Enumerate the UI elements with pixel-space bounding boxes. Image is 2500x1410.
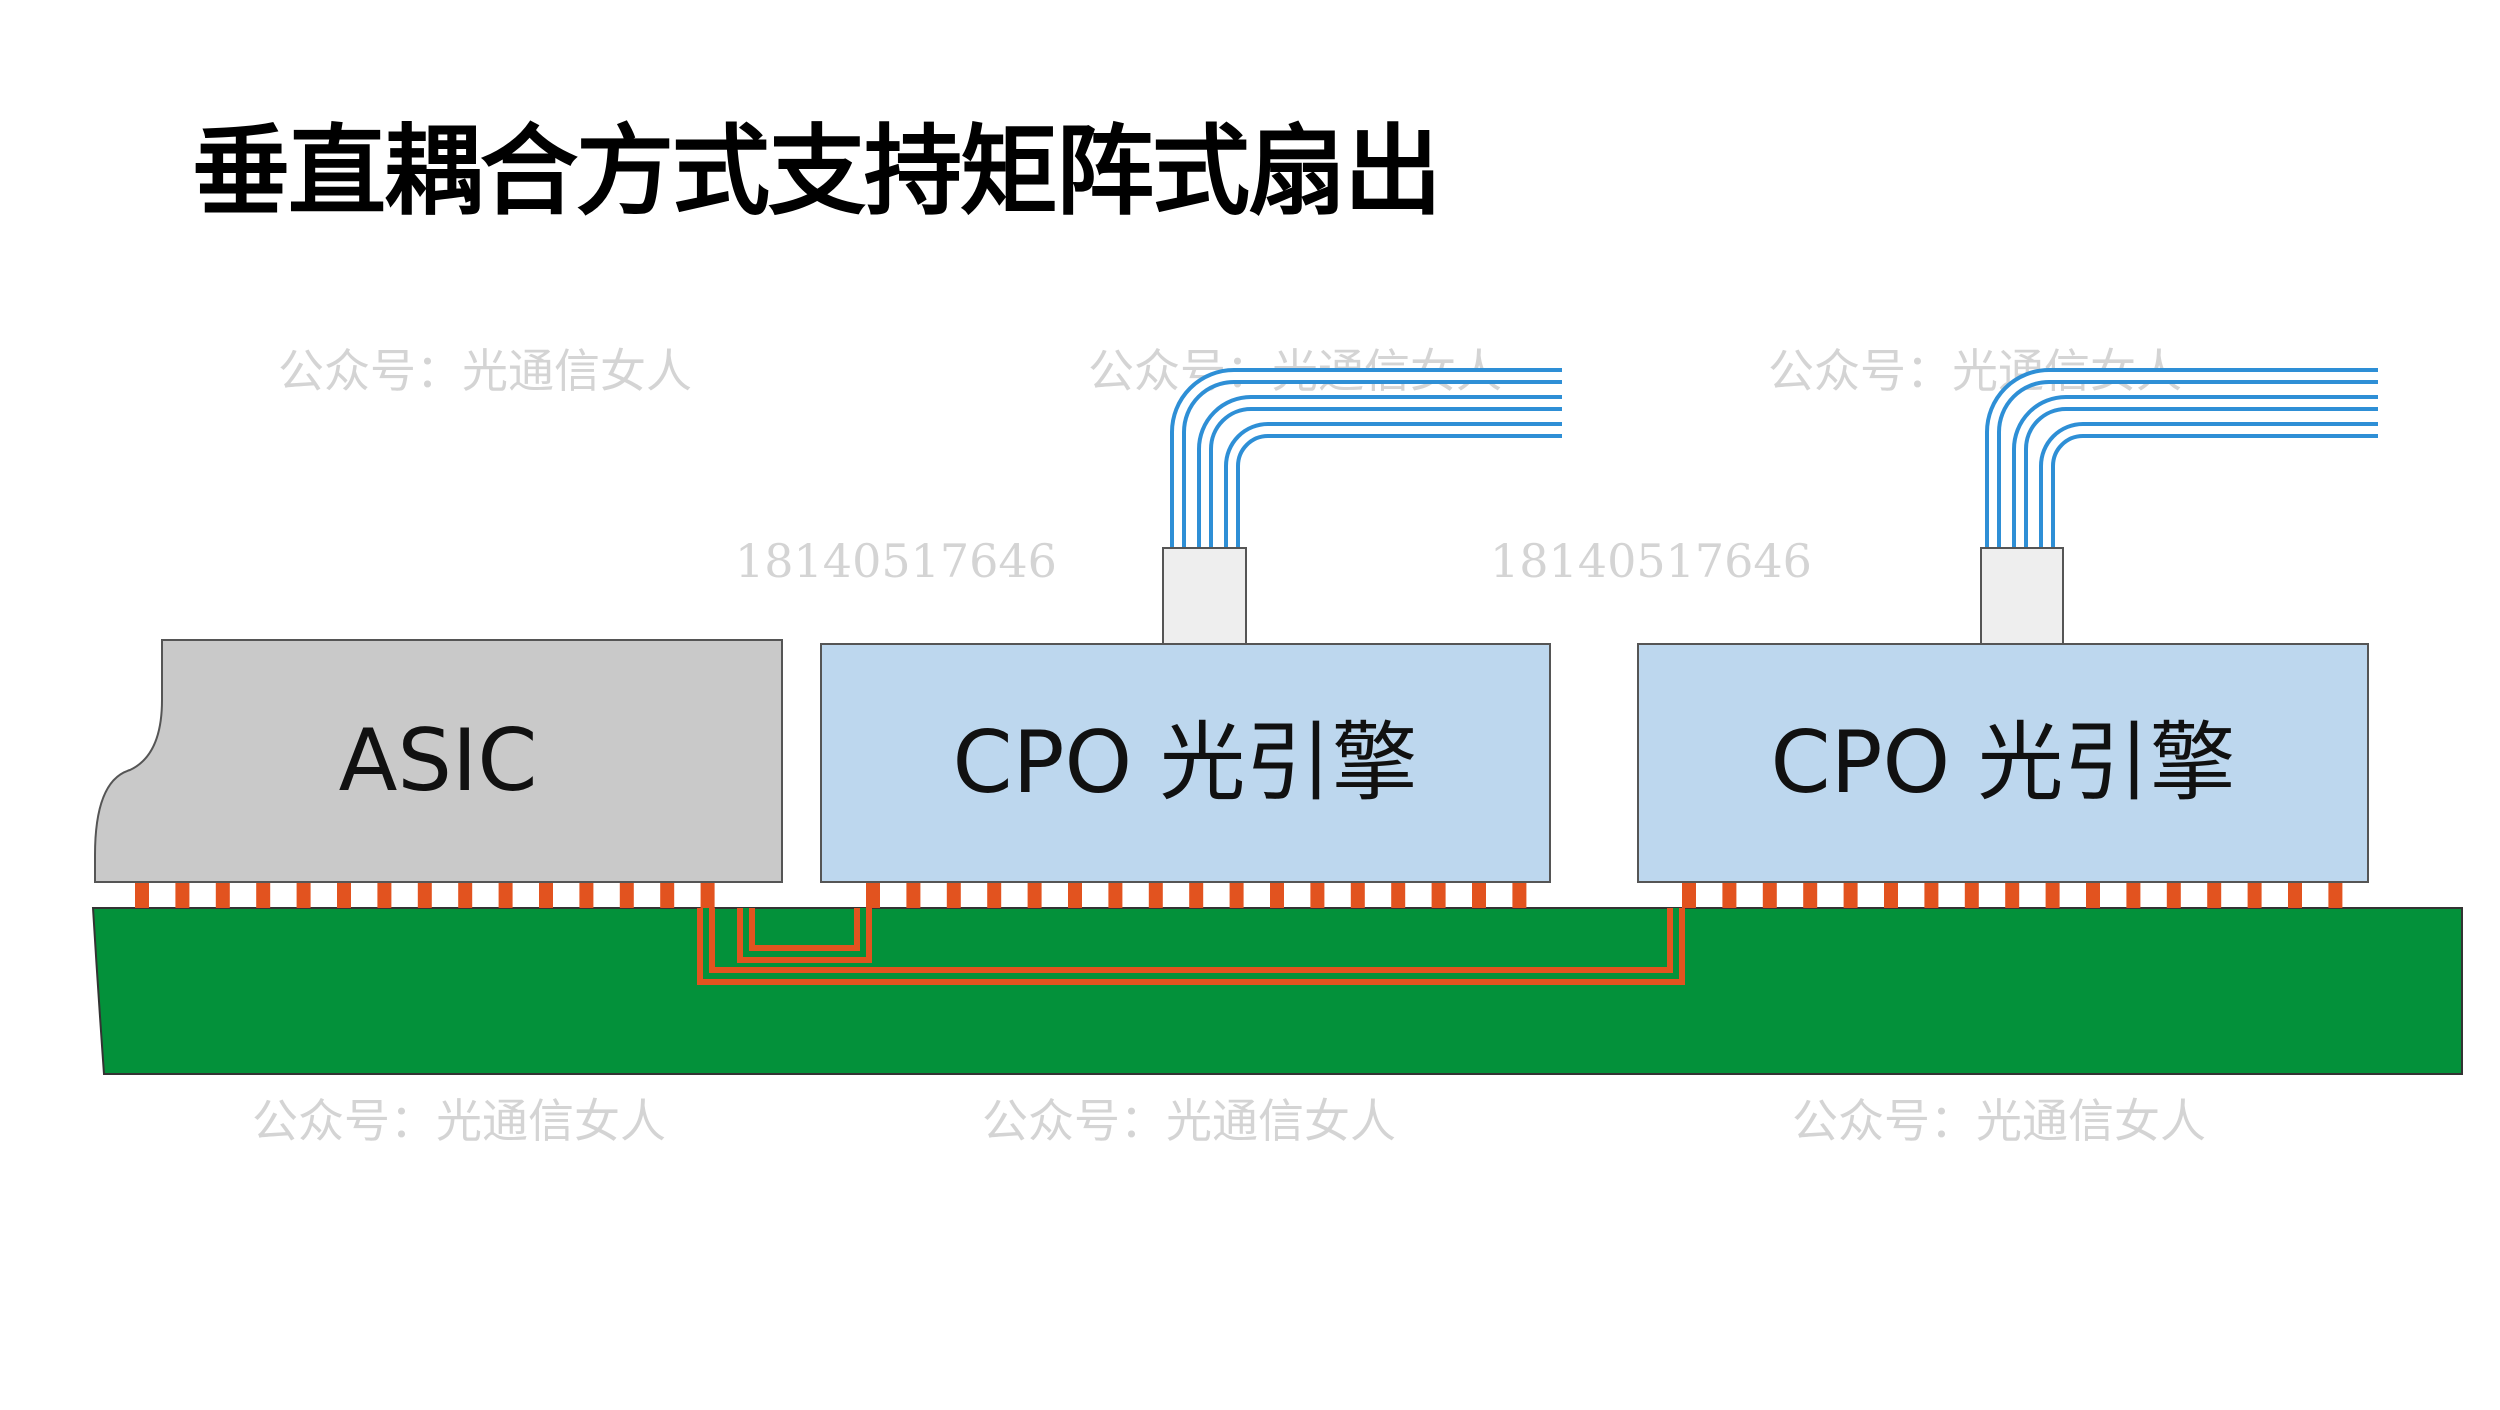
pcb-substrate (91, 907, 2463, 1075)
fiber-bundle-2 (1985, 368, 2378, 548)
solder-pad (215, 882, 230, 908)
solder-pad (2288, 882, 2302, 908)
cpo-engine-2 (1637, 643, 2369, 883)
watermark-account: 公众号：光通信女人 (278, 344, 692, 398)
cpo-engine-1-label: CPO 光引擎 (953, 713, 1418, 813)
solder-pad (256, 882, 271, 908)
solder-pad (1843, 882, 1858, 908)
fiber-connector-1 (1162, 547, 1247, 645)
solder-pad (2247, 882, 2262, 908)
asic-chip (94, 639, 783, 883)
fiber-1c (1224, 422, 1562, 548)
solder-pad (906, 882, 921, 908)
solder-pad (2126, 882, 2141, 908)
solder-pad (175, 882, 190, 908)
solder-pad (1108, 882, 1123, 908)
asic-label: ASIC (339, 711, 538, 811)
solder-pad (2086, 882, 2100, 908)
solder-pad (1682, 882, 1696, 908)
watermark-account: 公众号：光通信女人 (1792, 1094, 2206, 1148)
cpo-engine-2-label: CPO 光引擎 (1771, 713, 2236, 813)
solder-pad (296, 882, 311, 908)
solder-pad (135, 882, 149, 908)
solder-pad (1270, 882, 1284, 908)
solder-pad (866, 882, 880, 908)
pcb-trace-short-core (743, 908, 866, 957)
solder-pad (2207, 882, 2222, 908)
solder-pad (539, 882, 553, 908)
solder-pad (1229, 882, 1244, 908)
solder-pad (458, 882, 473, 908)
solder-pad (1762, 882, 1777, 908)
fiber-connector-2 (1980, 547, 2064, 645)
solder-pad (946, 882, 961, 908)
solder-pad (417, 882, 432, 908)
solder-pad (1431, 882, 1446, 908)
fiber-2c (2039, 422, 2378, 548)
solder-pad (2005, 882, 2020, 908)
pcb-trace-long-core (703, 908, 1679, 979)
solder-pad (1884, 882, 1898, 908)
solder-pad (987, 882, 1002, 908)
solder-pad (579, 882, 594, 908)
watermark-account: 公众号：光通信女人 (982, 1094, 1396, 1148)
solder-pad-row (135, 882, 2343, 908)
solder-pad (1148, 882, 1163, 908)
solder-pad (619, 882, 634, 908)
solder-pad (1722, 882, 1737, 908)
solder-pad (498, 882, 513, 908)
solder-pad (1310, 882, 1325, 908)
solder-pad (1924, 882, 1939, 908)
solder-pad (1803, 882, 1818, 908)
fiber-bundle-1 (1170, 368, 1562, 548)
solder-pad (337, 882, 351, 908)
solder-pad (1391, 882, 1406, 908)
pcb-trace-group (697, 908, 1685, 985)
cpo-engine-1 (820, 643, 1551, 883)
watermark-phone: 18140517646 (735, 534, 1057, 588)
watermark-phone: 18140517646 (1490, 534, 1812, 588)
solder-pad (1027, 882, 1042, 908)
page-title: 垂直耦合方式支持矩阵式扇出 (192, 115, 1442, 229)
solder-pad (1964, 882, 1979, 908)
solder-pad (2328, 882, 2343, 908)
solder-pad (700, 882, 715, 908)
solder-pad (377, 882, 392, 908)
solder-pad (660, 882, 675, 908)
solder-pad (2166, 882, 2181, 908)
solder-pad (2045, 882, 2060, 908)
solder-pad (1189, 882, 1204, 908)
watermark-account: 公众号：光通信女人 (252, 1094, 666, 1148)
solder-pad (1068, 882, 1082, 908)
solder-pad (1350, 882, 1365, 908)
solder-pad (1472, 882, 1486, 908)
solder-pad (1512, 882, 1527, 908)
